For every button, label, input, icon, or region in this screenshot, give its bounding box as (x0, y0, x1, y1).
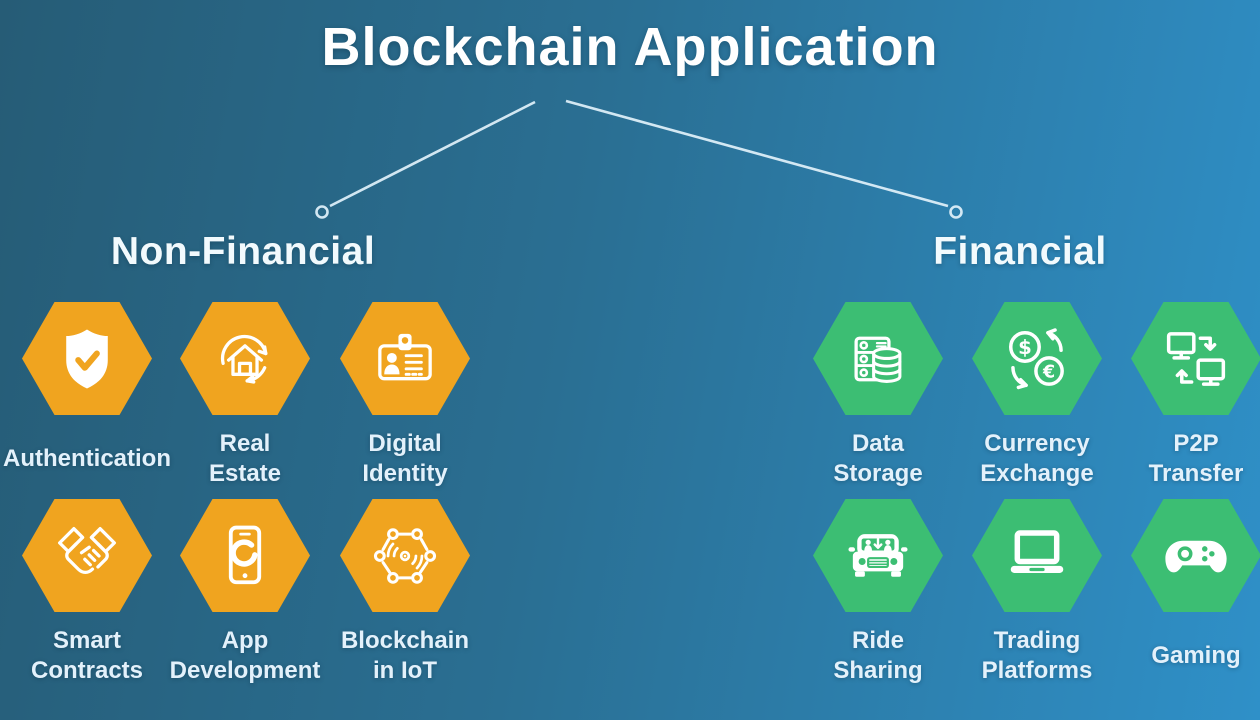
laptop-icon (1010, 529, 1064, 573)
item-trading-platforms: Trading Platforms (942, 499, 1132, 687)
item-app-development: App Development (150, 499, 340, 687)
item-label: Currency Exchange (980, 430, 1094, 487)
iot-network-icon (373, 527, 437, 584)
item-label: Blockchain in IoT (340, 627, 470, 684)
smartphone-icon (228, 525, 262, 584)
page-title: Blockchain Application (321, 17, 939, 77)
item-blockchain-in-iot: Blockchain in IoT (310, 499, 500, 687)
item-data-storage: Data Storage (783, 302, 973, 490)
id-card-icon (378, 333, 432, 380)
item-label: App Development (169, 627, 321, 684)
item-label: P2P Transfer (1148, 430, 1244, 487)
car-icon (848, 533, 908, 577)
item-currency-exchange: $ € Currency Exchange (942, 302, 1132, 490)
heading-financial: Financial (933, 230, 1107, 273)
item-label: Ride Sharing (833, 627, 923, 684)
shield-check-icon (66, 328, 108, 389)
item-label: Digital Identity (362, 430, 448, 487)
item-label: Smart Contracts (30, 627, 144, 684)
item-label: Gaming (1151, 642, 1241, 669)
house-cycle-icon (220, 334, 268, 384)
item-smart-contracts: Smart Contracts (0, 499, 182, 687)
item-p2p-transfer: P2P Transfer (1101, 302, 1260, 490)
item-label: Data Storage (833, 430, 923, 487)
item-digital-identity: Digital Identity (310, 302, 500, 490)
gamepad-icon (1165, 540, 1227, 572)
item-label: Authentication (3, 445, 171, 472)
item-label: Trading Platforms (981, 627, 1093, 684)
handshake-icon (58, 526, 116, 574)
svg-text:$: $ (1018, 336, 1032, 359)
heading-non-financial: Non-Financial (110, 230, 376, 273)
p2p-monitors-icon (1166, 331, 1226, 386)
item-gaming: Gaming (1101, 499, 1260, 687)
item-real-estate: Real Estate (150, 302, 340, 490)
server-database-icon (854, 336, 902, 383)
item-ride-sharing: Ride Sharing (783, 499, 973, 687)
item-authentication: Authentication (0, 302, 182, 490)
currency-exchange-icon: $ € (1009, 327, 1064, 389)
svg-text:€: € (1042, 362, 1055, 382)
item-label: Real Estate (208, 430, 282, 487)
